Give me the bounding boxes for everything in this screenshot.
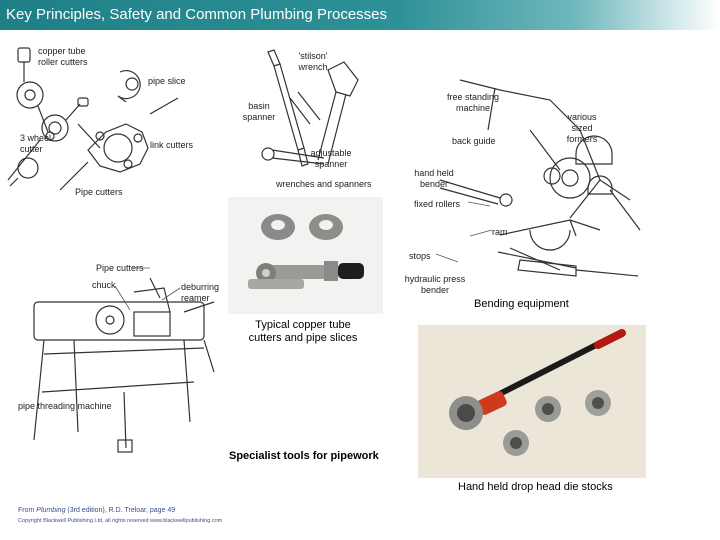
label-pipe-threading-machine: pipe threading machine (18, 401, 112, 411)
label-copper-tube-roller-cutters: copper tube roller cutters (38, 46, 88, 67)
label-pipe-slice: pipe slice (148, 76, 186, 86)
label-adjustable-spanner: adjustable spanner (310, 148, 352, 169)
label-stops: stops (409, 251, 431, 261)
label-wrenches-and-spanners: wrenches and spanners (276, 179, 372, 189)
copyright-notice: Copyright Blackwell Publishing Ltd, all … (18, 518, 223, 524)
label-pipe-cutters-top: Pipe cutters (75, 187, 123, 197)
caption-bending-equipment: Bending equipment (474, 298, 569, 310)
label-ram: ram (492, 227, 508, 237)
label-back-guide: back guide (452, 136, 496, 146)
source-book-title: Plumbing (36, 507, 66, 514)
label-stilson-wrench: 'stilson' wrench (298, 51, 328, 72)
label-pipe-cutters-mid: Pipe cutters (96, 263, 144, 273)
source-rest: (3rd edition), R.D. Treloar, page 49 (65, 507, 176, 514)
label-basin-spanner: basin spanner (242, 101, 276, 122)
pipe-cutters-illustration (7, 47, 179, 191)
pipe-threading-machine-illustration (33, 277, 215, 453)
label-fixed-rollers: fixed rollers (414, 199, 461, 209)
caption-hand-held-drop-head: Hand held drop head die stocks (458, 481, 613, 493)
bending-equipment-illustration (439, 79, 641, 277)
die-stocks-photo (418, 325, 646, 478)
label-link-cutters: link cutters (150, 140, 194, 150)
title-bar (0, 0, 720, 30)
label-chuck: chuck (92, 280, 116, 290)
caption-specialist-tools: Specialist tools for pipework (229, 450, 379, 462)
label-free-standing-machine: free standing machine (446, 92, 500, 113)
tube-cutters-photo (228, 197, 383, 314)
source-prefix: From (18, 507, 37, 514)
label-various-sized-formers: various sized formers (566, 112, 598, 144)
label-hydraulic-press-bender: hydraulic press bender (404, 274, 466, 295)
wrenches-spanners-illustration (261, 49, 359, 167)
caption-typical-copper-tube-cutters: Typical copper tube cutters and pipe sli… (248, 319, 358, 344)
label-hand-held-bender: hand held bender (414, 168, 454, 189)
source-credit: From Plumbing (3rd edition), R.D. Treloa… (18, 507, 175, 514)
label-deburring-reamer: deburring reamer (181, 282, 220, 303)
slide-title: Key Principles, Safety and Common Plumbi… (6, 6, 388, 23)
label-3-wheel-cutter: 3 wheel cutter (20, 133, 52, 154)
